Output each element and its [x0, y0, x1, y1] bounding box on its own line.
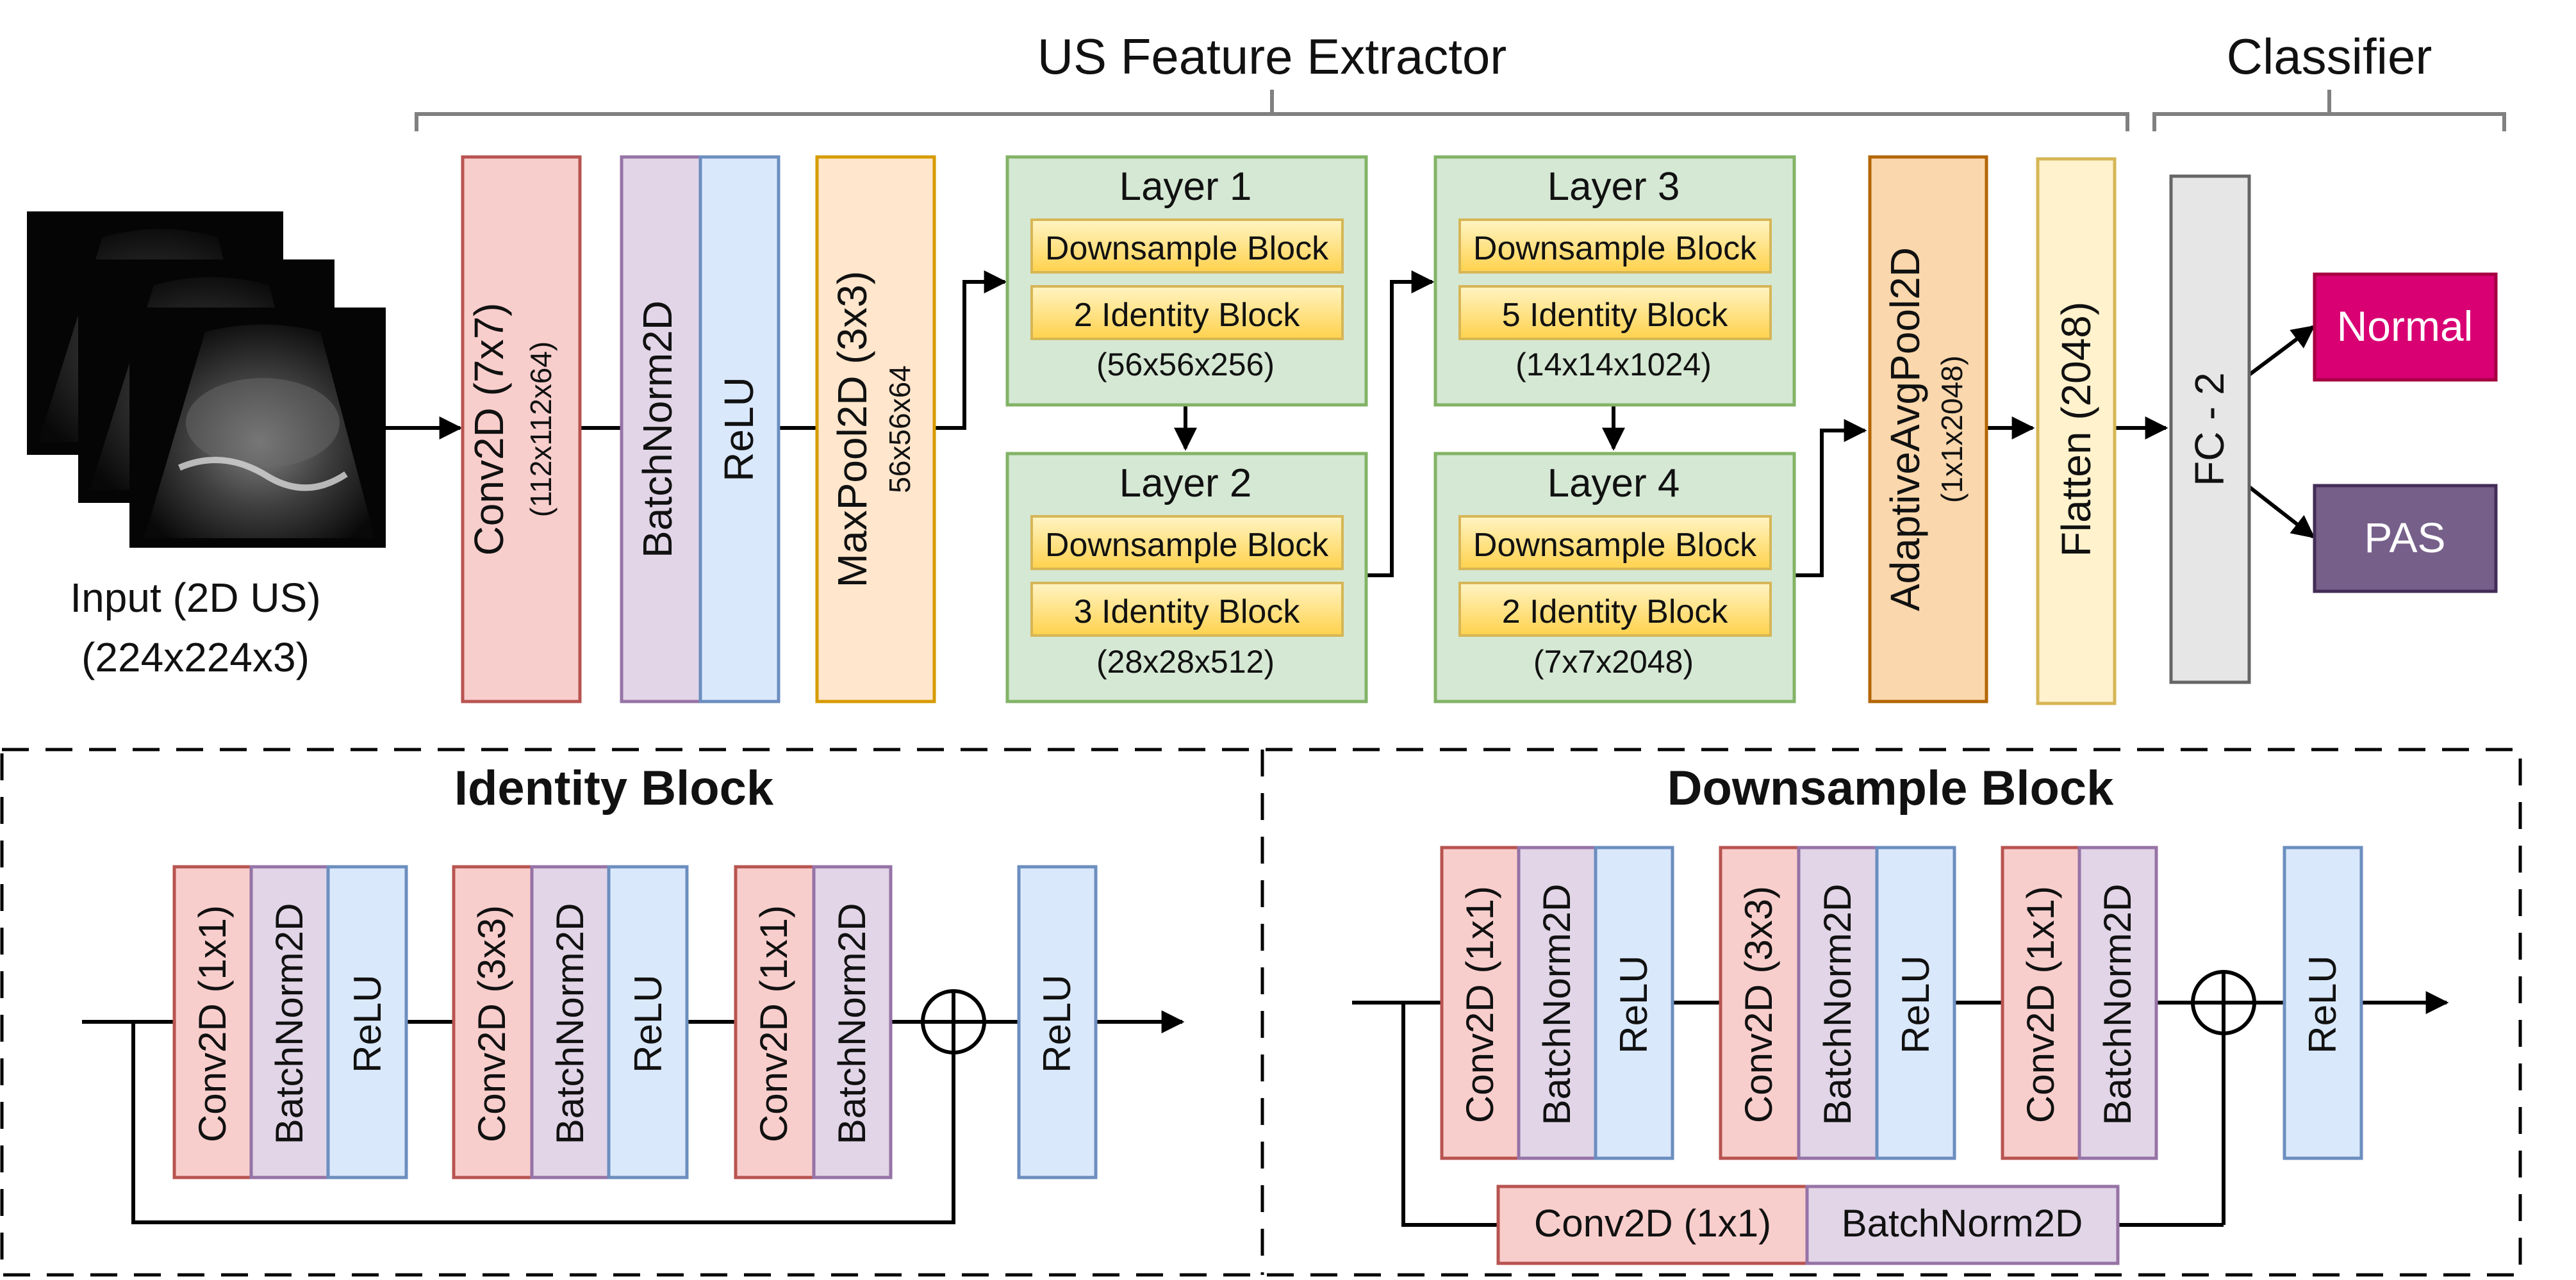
- layer-4: Layer 4 Downsample Block 2 Identity Bloc…: [1433, 452, 1796, 703]
- downsample-block-relu1: ReLU: [1594, 846, 1674, 1160]
- svg-text:BatchNorm2D: BatchNorm2D: [549, 903, 591, 1145]
- layer-4-dims: (7x7x2048): [1533, 644, 1694, 680]
- maxpool-label: MaxPool2D (3x3): [829, 271, 875, 587]
- batchnorm-label: BatchNorm2D: [634, 300, 681, 558]
- input-label: Input (2D US): [70, 575, 320, 621]
- identity-block-conv2: Conv2D (3x3): [452, 865, 534, 1179]
- adaptive-pool-dims: (1x1x2048): [1935, 356, 1969, 503]
- downsample-block-title: Downsample Block: [1667, 761, 2115, 816]
- fc-block: FC - 2: [2169, 174, 2251, 684]
- downsample-shortcut-conv: Conv2D (1x1): [1496, 1185, 1809, 1265]
- layer-2-identity: 3 Identity Block: [1074, 593, 1301, 630]
- flatten-block: Flatten (2048): [2036, 157, 2117, 705]
- adaptive-avg-pool-block: AdaptiveAvgPool2D (1x1x2048): [1868, 155, 1988, 703]
- layer-2-title: Layer 2: [1119, 461, 1252, 505]
- input-dims: (224x224x3): [81, 634, 310, 680]
- feature-extractor-header: US Feature Extractor: [1037, 28, 1507, 85]
- downsample-block-bn2: BatchNorm2D: [1797, 846, 1879, 1160]
- svg-text:Conv2D (1x1): Conv2D (1x1): [1458, 886, 1501, 1123]
- svg-text:BatchNorm2D: BatchNorm2D: [830, 903, 873, 1145]
- downsample-block-bn1: BatchNorm2D: [1517, 846, 1598, 1160]
- classifier-header: Classifier: [2227, 28, 2432, 85]
- layer-2: Layer 2 Downsample Block 3 Identity Bloc…: [1005, 452, 1368, 703]
- svg-text:ReLU: ReLU: [1894, 955, 1937, 1053]
- svg-text:Conv2D (1x1): Conv2D (1x1): [2019, 886, 2062, 1123]
- layer-4-identity: 2 Identity Block: [1502, 593, 1729, 630]
- identity-block-relu-final: ReLU: [1017, 865, 1098, 1179]
- maxpool-block: MaxPool2D (3x3) 56x56x64: [815, 155, 936, 703]
- classifier-bracket: [2152, 90, 2506, 131]
- output-pas: PAS: [2313, 484, 2498, 593]
- svg-text:ReLU: ReLU: [346, 974, 389, 1072]
- fc-label: FC - 2: [2186, 372, 2233, 486]
- svg-text:Conv2D (3x3): Conv2D (3x3): [470, 905, 513, 1142]
- identity-block-relu2: ReLU: [607, 865, 689, 1179]
- svg-text:Conv2D (3x3): Conv2D (3x3): [1737, 886, 1780, 1123]
- batchnorm-block: BatchNorm2D: [620, 155, 702, 703]
- svg-text:ReLU: ReLU: [2301, 955, 2344, 1053]
- svg-text:Conv2D (1x1): Conv2D (1x1): [752, 905, 795, 1142]
- layer-3-dims: (14x14x1024): [1515, 347, 1712, 382]
- output-pas-label: PAS: [2364, 514, 2445, 561]
- layer-2-downsample: Downsample Block: [1045, 527, 1329, 564]
- svg-text:Conv2D (1x1): Conv2D (1x1): [191, 905, 234, 1142]
- layer-3: Layer 3 Downsample Block 5 Identity Bloc…: [1433, 155, 1796, 407]
- output-normal-label: Normal: [2337, 302, 2473, 350]
- identity-block-conv1: Conv2D (1x1): [172, 865, 253, 1179]
- layer-4-downsample: Downsample Block: [1473, 527, 1757, 564]
- adaptive-pool-label: AdaptiveAvgPool2D: [1882, 247, 1928, 611]
- relu-label: ReLU: [716, 377, 762, 482]
- downsample-block-relu-final: ReLU: [2283, 846, 2363, 1160]
- downsample-block-conv1: Conv2D (1x1): [1440, 846, 1521, 1160]
- downsample-block-connectors: [1352, 991, 2449, 1227]
- layer-1-dims: (56x56x256): [1096, 347, 1275, 382]
- layer-3-title: Layer 3: [1548, 165, 1680, 209]
- downsample-block-conv2: Conv2D (3x3): [1719, 846, 1801, 1160]
- flatten-label: Flatten (2048): [2053, 302, 2099, 557]
- layer-1-identity: 2 Identity Block: [1074, 297, 1301, 334]
- downsample-shortcut-bn: BatchNorm2D: [1805, 1185, 2120, 1265]
- input-image-stack: [27, 211, 386, 548]
- svg-text:BatchNorm2D: BatchNorm2D: [1535, 884, 1578, 1126]
- output-normal: Normal: [2313, 272, 2498, 382]
- downsample-block-conv3: Conv2D (1x1): [2001, 846, 2081, 1160]
- identity-block-title: Identity Block: [454, 761, 774, 816]
- downsample-block-relu2: ReLU: [1875, 846, 1956, 1160]
- svg-text:ReLU: ReLU: [627, 974, 670, 1072]
- svg-text:BatchNorm2D: BatchNorm2D: [2096, 884, 2139, 1126]
- svg-text:BatchNorm2D: BatchNorm2D: [268, 903, 311, 1145]
- svg-text:ReLU: ReLU: [1036, 974, 1078, 1072]
- ultrasound-image-front: [129, 308, 386, 548]
- conv7x7-dims: (112x112x64): [524, 341, 557, 517]
- layer-3-downsample: Downsample Block: [1473, 230, 1757, 267]
- main-connectors: [386, 270, 2315, 577]
- identity-block-conv3: Conv2D (1x1): [734, 865, 816, 1179]
- downsample-block-add-icon: [2191, 970, 2256, 1035]
- layer-4-title: Layer 4: [1548, 461, 1680, 505]
- conv7x7-block: Conv2D (7x7) (112x112x64): [461, 155, 582, 703]
- layer-1: Layer 1 Downsample Block 2 Identity Bloc…: [1005, 155, 1368, 407]
- svg-text:BatchNorm2D: BatchNorm2D: [1816, 884, 1859, 1126]
- downsample-block-bn3: BatchNorm2D: [2077, 846, 2158, 1160]
- maxpool-dims: 56x56x64: [883, 365, 916, 493]
- identity-block-bn1: BatchNorm2D: [249, 865, 330, 1179]
- identity-block-bn2: BatchNorm2D: [530, 865, 611, 1179]
- layer-3-identity: 5 Identity Block: [1502, 297, 1729, 334]
- feature-extractor-bracket: [415, 90, 2129, 131]
- svg-text:Conv2D (1x1): Conv2D (1x1): [1534, 1202, 1771, 1245]
- layer-1-downsample: Downsample Block: [1045, 230, 1329, 267]
- identity-block-relu1: ReLU: [326, 865, 408, 1179]
- identity-block-bn3: BatchNorm2D: [812, 865, 893, 1179]
- svg-text:ReLU: ReLU: [1612, 955, 1655, 1053]
- svg-text:BatchNorm2D: BatchNorm2D: [1842, 1202, 2083, 1245]
- identity-block-add-icon: [921, 989, 986, 1054]
- conv7x7-label: Conv2D (7x7): [466, 303, 512, 556]
- layer-2-dims: (28x28x512): [1096, 644, 1275, 680]
- layer-1-title: Layer 1: [1119, 165, 1252, 209]
- relu-block: ReLU: [698, 155, 780, 703]
